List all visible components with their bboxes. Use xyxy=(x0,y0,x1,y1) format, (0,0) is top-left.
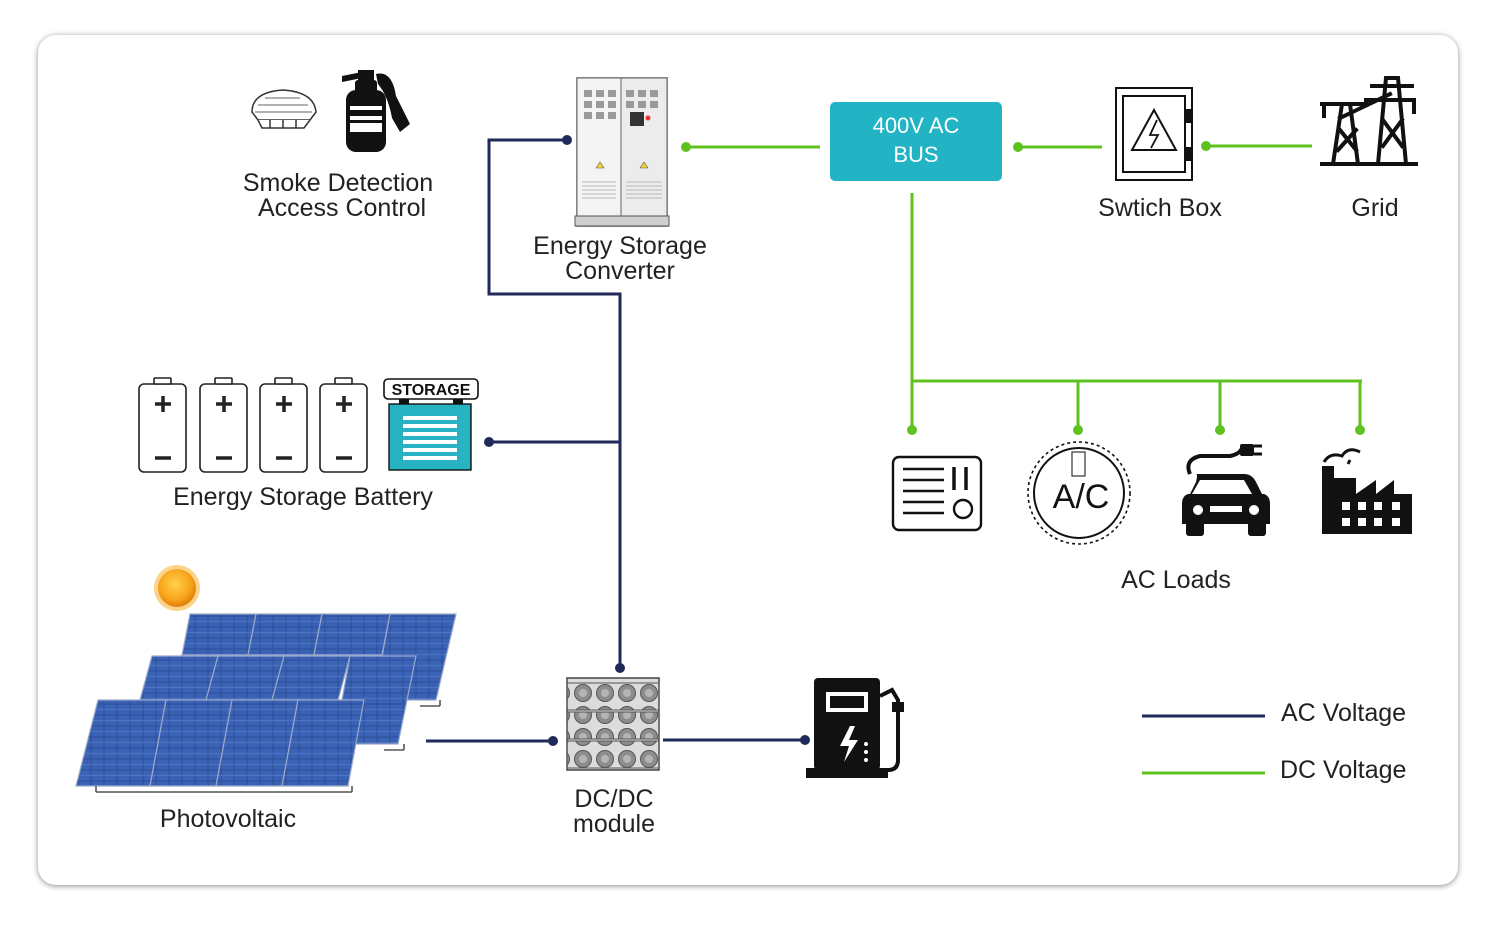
storage-tag-label: STORAGE xyxy=(392,382,471,399)
converter-label-line1: Energy Storage xyxy=(533,232,707,260)
smoke-detector-icon xyxy=(251,89,317,129)
ac-voltage-nodes xyxy=(484,135,810,746)
legend-dc-label: DC Voltage xyxy=(1280,756,1406,784)
fire-extinguisher-icon xyxy=(342,70,410,152)
converter-to-dcdc-line xyxy=(487,138,622,668)
grid-label: Grid xyxy=(1351,194,1398,222)
bus-label-line1: 400V AC xyxy=(873,113,960,138)
grid-tower-icon xyxy=(1320,76,1418,167)
electric-car-icon xyxy=(1182,444,1270,536)
sun-icon xyxy=(154,565,200,611)
access-control-label: Access Control xyxy=(258,194,426,222)
dc-voltage-nodes xyxy=(681,141,1365,435)
battery-cell-icon xyxy=(138,377,187,473)
ac-unit-label: A/C xyxy=(1053,478,1110,516)
ac-unit-icon: A/C xyxy=(1027,441,1131,545)
dcdc-module-icon xyxy=(566,677,660,771)
control-panel-icon xyxy=(891,455,983,532)
battery-cells-icon xyxy=(138,377,368,473)
dcdc-label-line1: DC/DC xyxy=(574,785,653,813)
legend: AC Voltage DC Voltage xyxy=(1142,699,1406,784)
switch-box-label: Swtich Box xyxy=(1098,194,1222,222)
dc-voltage-lines xyxy=(686,144,1362,430)
bus-label-line2: BUS xyxy=(893,142,938,167)
smoke-detection-label: Smoke Detection xyxy=(243,169,433,197)
energy-storage-converter-icon xyxy=(574,77,670,227)
battery-cell-icon xyxy=(319,377,368,473)
legend-ac-label: AC Voltage xyxy=(1281,699,1406,727)
ev-charger-icon xyxy=(806,678,904,778)
converter-label-line2: Converter xyxy=(565,257,675,285)
battery-cell-icon xyxy=(259,377,308,473)
ac-voltage-lines xyxy=(426,138,805,743)
ac-loads-label: AC Loads xyxy=(1121,566,1231,594)
solar-panels-icon xyxy=(75,613,457,793)
dcdc-label-line2: module xyxy=(573,810,655,838)
switch-box-icon xyxy=(1115,87,1193,181)
photovoltaic-label: Photovoltaic xyxy=(160,805,296,833)
ac-bus-box: 400V AC BUS xyxy=(830,102,1002,181)
factory-icon xyxy=(1322,448,1412,534)
battery-label: Energy Storage Battery xyxy=(173,483,433,511)
storage-unit-icon: STORAGE xyxy=(383,378,479,471)
battery-cell-icon xyxy=(199,377,248,473)
